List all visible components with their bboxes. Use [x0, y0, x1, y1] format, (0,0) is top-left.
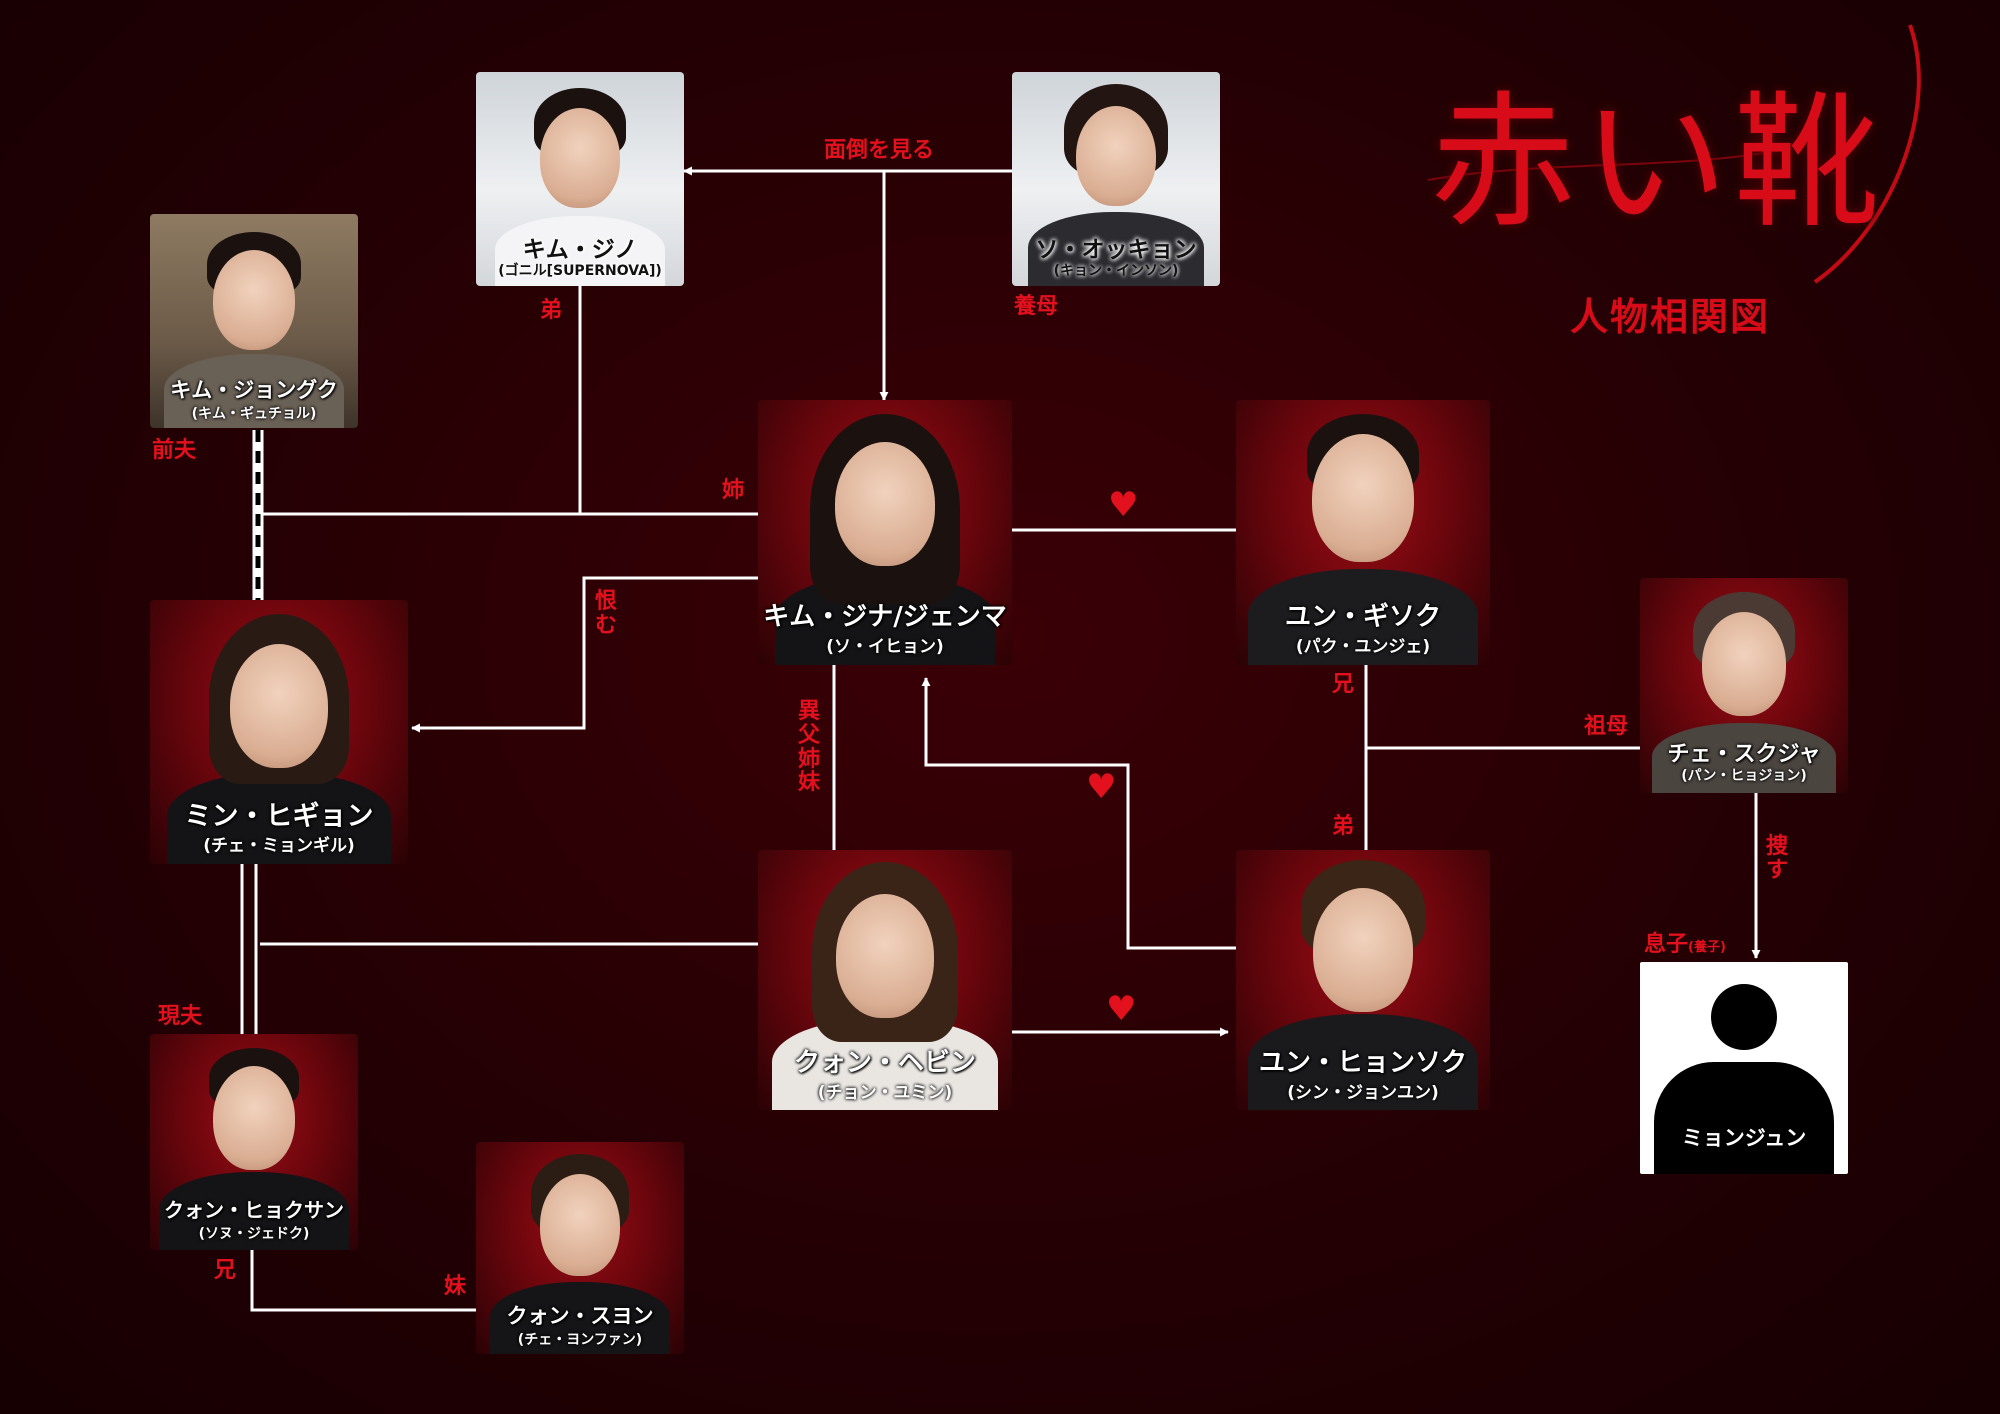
actor-kwon-hyoksan: (ソヌ・ジェドク)	[198, 1226, 310, 1242]
actor-kim-jongguk: (キム・ギュチョル)	[191, 406, 317, 422]
line-hyoksan-suyon	[250, 1250, 476, 1312]
actor-kim-jino: (ゴニル[SUPERNOVA])	[498, 263, 662, 279]
actor-so-okkyon: (キョン・インソン)	[1053, 263, 1179, 279]
card-kwon-hebin[interactable]: クォン・ヘビン (チョン・ユミン)	[758, 850, 1012, 1110]
card-yun-gisok[interactable]: ユン・ギソク (パク・ユンジェ)	[1236, 400, 1490, 665]
label-younger-sister: 妹	[444, 1274, 467, 1299]
card-kim-jongguk[interactable]: キム・ジョングク (キム・ギュチョル)	[150, 214, 358, 428]
heart-icon: ♥	[1108, 485, 1139, 525]
name-kim-jino: キム・ジノ	[522, 237, 638, 263]
card-so-okkyon[interactable]: ソ・オッキョン (キョン・インソン)	[1012, 72, 1220, 286]
name-kim-jongguk: キム・ジョングク	[170, 378, 338, 402]
name-yun-gisok: ユン・ギソク	[1284, 602, 1441, 632]
actor-kwon-hebin: (チョン・ユミン)	[817, 1083, 953, 1103]
card-yun-hyonsok[interactable]: ユン・ヒョンソク (シン・ジョンユン)	[1236, 850, 1490, 1110]
actor-kwon-suyon: (チェ・ヨンファン)	[517, 1332, 643, 1348]
card-kwon-hyoksan[interactable]: クォン・ヒョクサン (ソヌ・ジェドク)	[150, 1034, 358, 1250]
label-search: 捜す	[1765, 834, 1788, 883]
label-current-husband: 現夫	[158, 1004, 203, 1029]
line-jina-resent-higyon	[411, 576, 758, 733]
actor-kim-jina: (ソ・イヒョン)	[826, 637, 944, 657]
label-older-brother-2: 兄	[214, 1258, 237, 1283]
card-che-sukja[interactable]: チェ・スクジャ (パン・ヒョジョン)	[1640, 578, 1848, 793]
name-myonjun: ミョンジュン	[1681, 1126, 1807, 1150]
name-kwon-hyoksan: クォン・ヒョクサン	[164, 1198, 344, 1222]
card-min-higyon[interactable]: ミン・ヒギョン (チェ・ミョンギル)	[150, 600, 408, 864]
card-kim-jino[interactable]: キム・ジノ (ゴニル[SUPERNOVA])	[476, 72, 684, 286]
card-kwon-suyon[interactable]: クォン・スヨン (チェ・ヨンファン)	[476, 1142, 684, 1354]
label-adoptive-mother: 養母	[1014, 294, 1059, 319]
label-younger-brother-1: 弟	[540, 298, 563, 323]
actor-che-sukja: (パン・ヒョジョン)	[1681, 768, 1807, 784]
label-older-sister: 姉	[722, 478, 745, 503]
heart-icon: ♥	[1086, 767, 1117, 807]
label-resent: 恨む	[594, 589, 617, 638]
label-ex-husband: 前夫	[152, 438, 197, 463]
label-take-care: 面倒を見る	[824, 138, 935, 163]
label-half-sisters: 異父姉妹	[797, 699, 820, 796]
line-hyonsok-love-jina	[921, 677, 1236, 950]
card-kim-jina[interactable]: キム・ジナ/ジェンマ (ソ・イヒョン)	[758, 400, 1012, 665]
chart-subtitle: 人物相関図	[1570, 294, 1771, 339]
name-kim-jina: キム・ジナ/ジェンマ	[763, 602, 1007, 632]
name-min-higyon: ミン・ヒギョン	[184, 801, 374, 832]
label-son: 息子(養子)	[1644, 932, 1726, 957]
actor-yun-gisok: (パク・ユンジェ)	[1295, 637, 1431, 657]
person-silhouette-icon	[1711, 984, 1777, 1050]
name-so-okkyon: ソ・オッキョン	[1035, 237, 1197, 263]
heart-icon: ♥	[1106, 989, 1137, 1029]
title-swoosh-decoration	[1427, 24, 1921, 284]
name-kwon-suyon: クォン・スヨン	[506, 1304, 654, 1328]
label-grandmother: 祖母	[1584, 714, 1629, 739]
label-older-brother-1: 兄	[1332, 672, 1355, 697]
title-block: 赤い靴 人物相関図	[1420, 20, 1940, 340]
series-title: 赤い靴	[1430, 78, 1886, 248]
card-myonjun[interactable]: ミョンジュン	[1640, 962, 1848, 1174]
name-yun-hyonsok: ユン・ヒョンソク	[1258, 1048, 1467, 1078]
actor-yun-hyonsok: (シン・ジョンユン)	[1287, 1083, 1439, 1103]
name-che-sukja: チェ・スクジャ	[1667, 742, 1821, 767]
name-kwon-hebin: クォン・ヘビン	[793, 1048, 976, 1078]
label-younger-brother-2: 弟	[1332, 814, 1355, 839]
actor-min-higyon: (チェ・ミョンギル)	[203, 836, 355, 856]
